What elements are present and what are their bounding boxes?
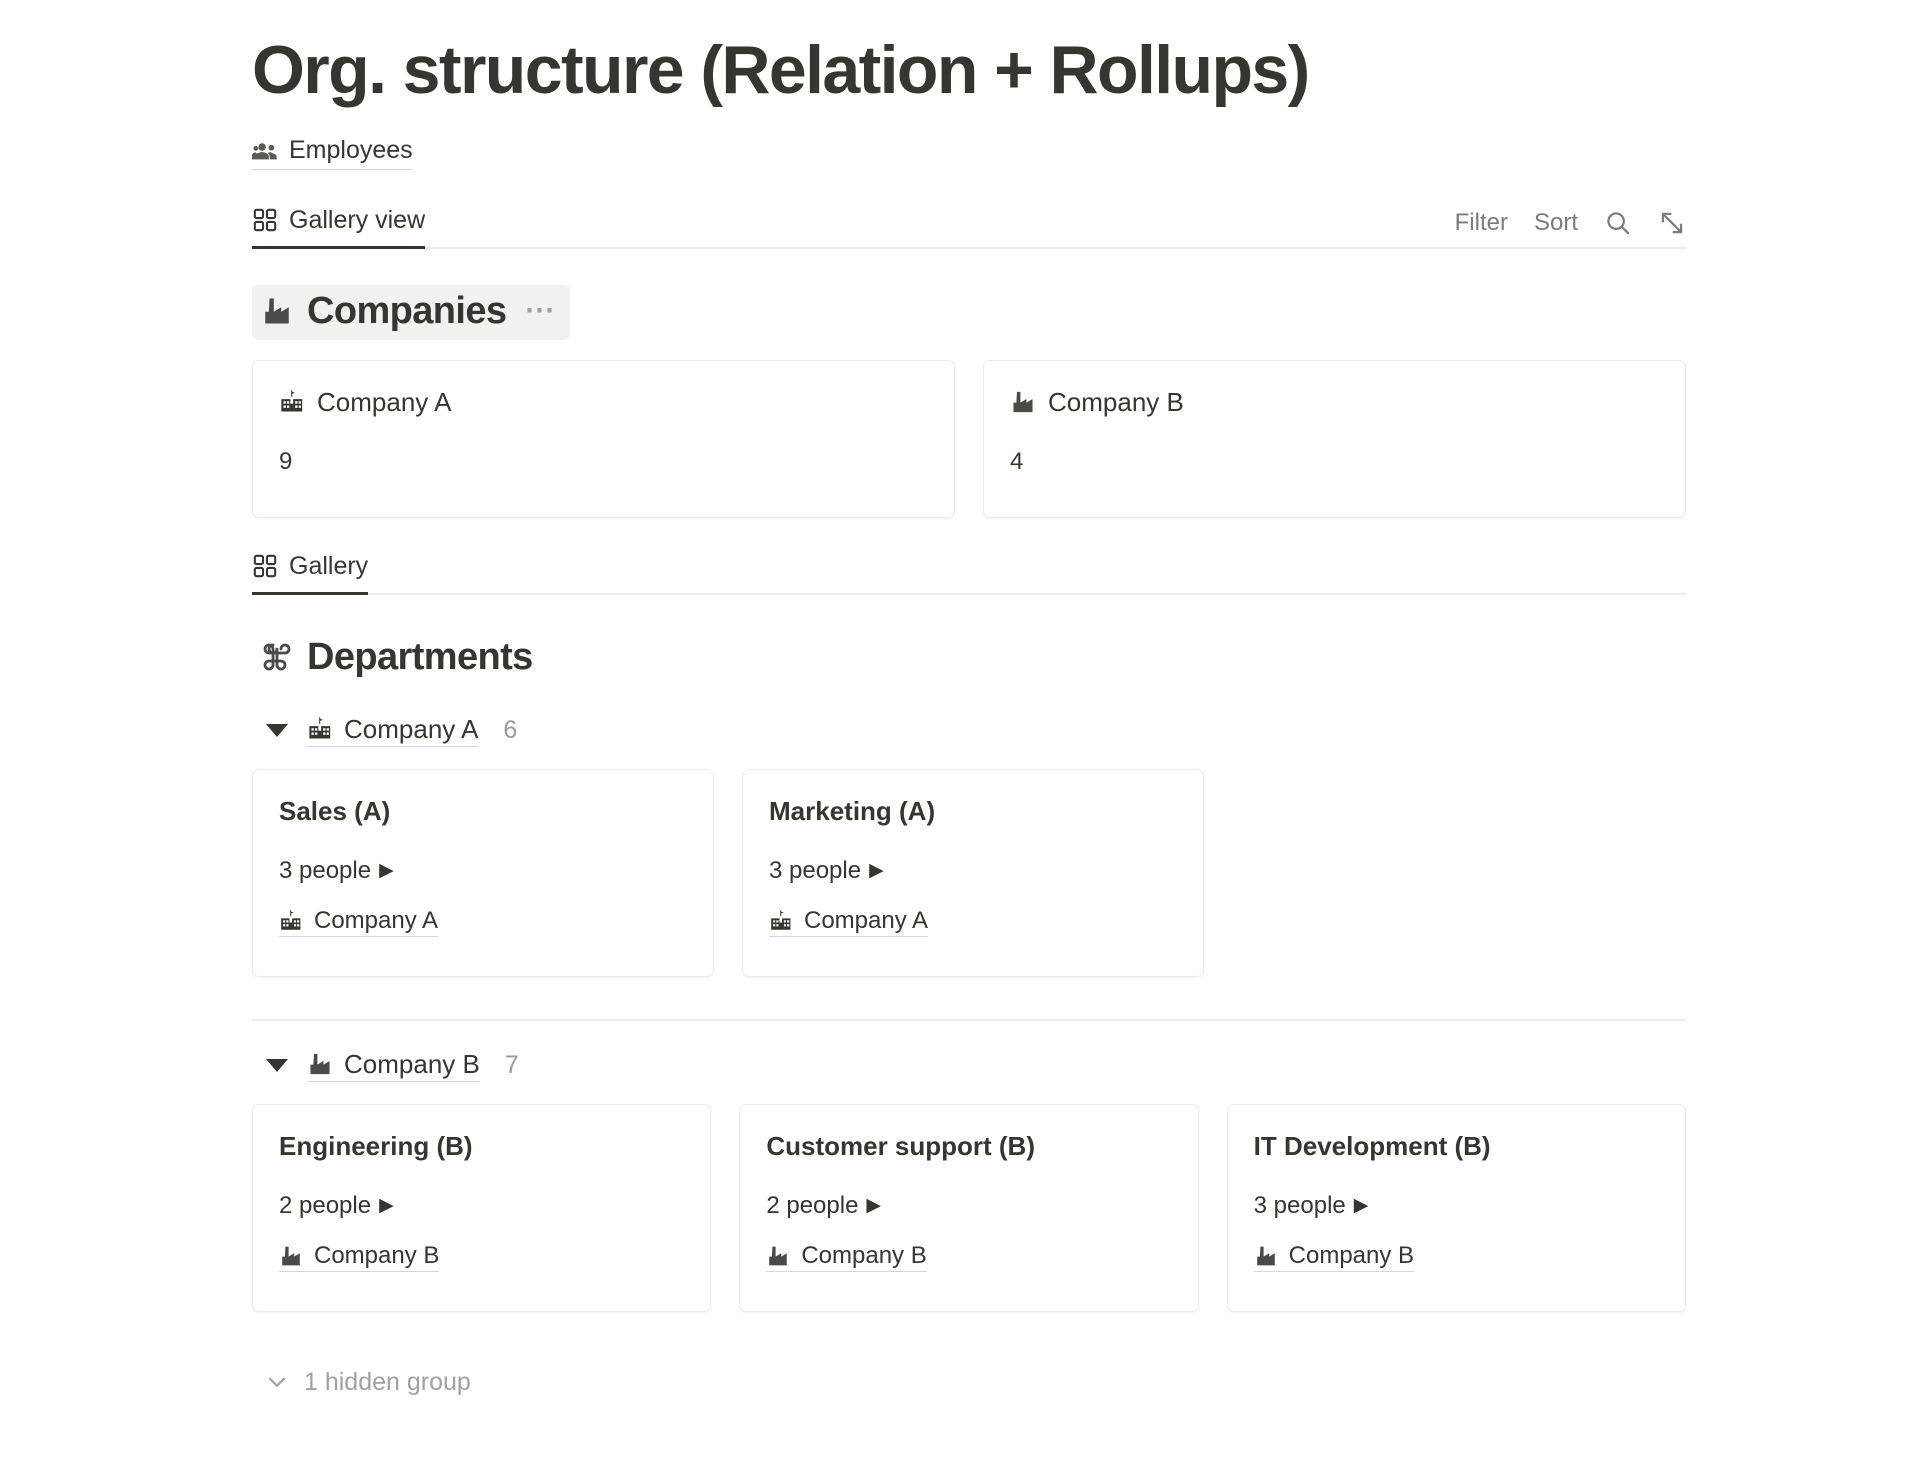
department-card-list: Sales (A) 3 people ▶ bbox=[252, 768, 1686, 977]
department-card-relation[interactable]: Company A bbox=[279, 906, 439, 937]
source-database-label: Employees bbox=[289, 136, 413, 165]
company-card-value: 9 bbox=[279, 447, 293, 475]
gallery-grid-icon bbox=[252, 207, 278, 233]
department-card-relation-label: Company B bbox=[801, 1241, 927, 1269]
factory-icon bbox=[1254, 1244, 1278, 1268]
department-card-title: Marketing (A) bbox=[769, 795, 936, 826]
department-group-count: 6 bbox=[503, 715, 518, 744]
gallery-view-toolbar: Gallery bbox=[252, 552, 1686, 595]
companies-section-heading[interactable]: Companies ⋯ bbox=[252, 284, 571, 340]
tab-gallery-label: Gallery bbox=[289, 551, 369, 580]
department-card[interactable]: Engineering (B) 2 people ▶ Company B bbox=[252, 1103, 712, 1312]
companies-section-title: Companies bbox=[307, 289, 507, 332]
department-card-title: Customer support (B) bbox=[766, 1130, 1035, 1161]
company-card-name: Company B bbox=[1048, 386, 1184, 417]
search-icon[interactable] bbox=[1604, 209, 1632, 237]
group-divider bbox=[252, 1018, 1686, 1021]
department-card-relation-label: Company B bbox=[314, 1241, 440, 1269]
department-group-count: 7 bbox=[504, 1050, 519, 1079]
expand-arrows-icon[interactable] bbox=[1658, 209, 1686, 237]
factory-icon bbox=[1010, 389, 1036, 415]
page-title: Org. structure (Relation + Rollups) bbox=[252, 32, 1310, 108]
companies-card-list: Company A 9 Company B 4 bbox=[252, 359, 1686, 518]
department-card-relation[interactable]: Company B bbox=[1253, 1241, 1415, 1272]
collapse-triangle-icon[interactable] bbox=[266, 723, 288, 737]
play-triangle-icon: ▶ bbox=[869, 860, 884, 882]
department-card-people-count: 3 people bbox=[279, 856, 372, 884]
department-card-people[interactable]: 3 people ▶ bbox=[1254, 1192, 1659, 1220]
people-group-icon bbox=[252, 138, 279, 165]
gallery-grid-icon bbox=[252, 553, 278, 579]
department-card-relation[interactable]: Company A bbox=[769, 906, 929, 937]
department-card-title: IT Development (B) bbox=[1253, 1130, 1491, 1161]
department-card-people[interactable]: 2 people ▶ bbox=[766, 1192, 1171, 1220]
department-card-people-count: 2 people bbox=[766, 1191, 859, 1219]
department-group-name: Company A bbox=[344, 713, 479, 744]
filter-button[interactable]: Filter bbox=[1454, 208, 1508, 236]
company-card[interactable]: Company A 9 bbox=[252, 359, 955, 518]
department-group: Company A 6 Sales (A) 3 people ▶ bbox=[252, 696, 1686, 1021]
department-card-relation[interactable]: Company B bbox=[279, 1241, 440, 1272]
department-card-people-count: 2 people bbox=[279, 1191, 372, 1219]
company-card-name: Company A bbox=[317, 386, 452, 417]
page-content: Org. structure (Relation + Rollups) Empl… bbox=[252, 32, 1686, 1397]
factory-icon bbox=[766, 1244, 790, 1268]
school-building-icon bbox=[279, 909, 303, 933]
command-icon bbox=[261, 641, 293, 673]
hidden-group-toggle[interactable]: 1 hidden group bbox=[264, 1368, 471, 1397]
department-card-relation[interactable]: Company B bbox=[766, 1241, 927, 1272]
department-group-name: Company B bbox=[344, 1048, 480, 1079]
department-group-link[interactable]: Company B bbox=[307, 1049, 480, 1082]
department-card-people-count: 3 people bbox=[769, 856, 862, 884]
sort-button[interactable]: Sort bbox=[1533, 208, 1578, 236]
tab-gallery[interactable]: Gallery bbox=[252, 551, 369, 595]
department-card-relation-label: Company A bbox=[314, 906, 439, 934]
department-group-header: Company B 7 bbox=[252, 1031, 1686, 1094]
company-card-value: 4 bbox=[1010, 447, 1024, 475]
departments-section-title: Departments bbox=[307, 635, 533, 678]
school-building-icon bbox=[279, 389, 305, 415]
play-triangle-icon: ▶ bbox=[866, 1195, 882, 1217]
department-group-header: Company A 6 bbox=[252, 696, 1686, 759]
department-card-people[interactable]: 3 people ▶ bbox=[279, 857, 687, 885]
factory-icon bbox=[261, 295, 293, 327]
school-building-icon bbox=[307, 716, 333, 742]
department-card-relation-label: Company A bbox=[804, 906, 929, 934]
department-card-people[interactable]: 3 people ▶ bbox=[769, 857, 1177, 885]
department-card[interactable]: Sales (A) 3 people ▶ bbox=[252, 768, 714, 977]
departments-section-heading[interactable]: Departments bbox=[252, 631, 547, 686]
company-card-header: Company B bbox=[1010, 387, 1659, 418]
department-card-people-count: 3 people bbox=[1253, 1191, 1346, 1219]
department-card[interactable]: IT Development (B) 3 people ▶ Company B bbox=[1226, 1103, 1686, 1312]
department-card-list: Engineering (B) 2 people ▶ Company B bbox=[252, 1103, 1686, 1312]
department-card-title: Sales (A) bbox=[279, 795, 391, 826]
view-actions: Filter Sort bbox=[1455, 209, 1686, 247]
collapse-triangle-icon[interactable] bbox=[266, 1058, 288, 1072]
tab-gallery-view[interactable]: Gallery view bbox=[252, 205, 426, 249]
factory-icon bbox=[279, 1244, 303, 1268]
companies-section-menu-icon[interactable]: ⋯ bbox=[524, 294, 557, 328]
view-toolbar: Gallery view Filter Sort bbox=[252, 206, 1686, 249]
department-card-people[interactable]: 2 people ▶ bbox=[279, 1192, 684, 1220]
department-card-title: Engineering (B) bbox=[279, 1130, 473, 1161]
play-triangle-icon: ▶ bbox=[1353, 1195, 1369, 1217]
department-group-link[interactable]: Company A bbox=[307, 713, 479, 747]
source-database-link[interactable]: Employees bbox=[252, 135, 413, 170]
factory-icon bbox=[307, 1051, 333, 1077]
play-triangle-icon: ▶ bbox=[379, 1195, 394, 1217]
school-building-icon bbox=[769, 909, 793, 933]
play-triangle-icon: ▶ bbox=[379, 860, 394, 882]
department-card-relation-label: Company B bbox=[1288, 1241, 1415, 1269]
department-card[interactable]: Marketing (A) 3 people ▶ bbox=[742, 768, 1204, 977]
company-card[interactable]: Company B 4 bbox=[983, 359, 1686, 518]
tab-gallery-view-label: Gallery view bbox=[289, 205, 426, 234]
hidden-group-label: 1 hidden group bbox=[304, 1367, 471, 1396]
chevron-down-icon bbox=[264, 1369, 290, 1395]
department-card[interactable]: Customer support (B) 2 people ▶ Company … bbox=[739, 1103, 1199, 1312]
department-group: Company B 7 Engineering (B) 2 people ▶ bbox=[252, 1031, 1686, 1312]
source-breadcrumb: Employees bbox=[252, 135, 1686, 170]
company-card-header: Company A bbox=[279, 387, 928, 418]
